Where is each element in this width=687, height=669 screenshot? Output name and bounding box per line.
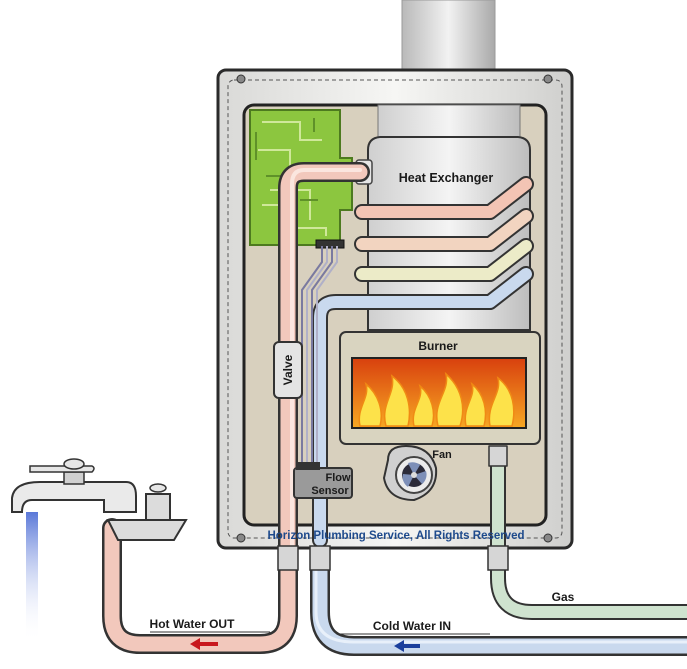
copyright-credit: Horizon Plumbing Service, All Rights Res… bbox=[267, 530, 524, 542]
flow-sensor-label-line2: Sensor bbox=[311, 485, 349, 497]
heat-exchanger-label: Heat Exchanger bbox=[399, 171, 494, 185]
flow-sensor-label-line1: Flow bbox=[325, 472, 350, 484]
flame-icon bbox=[358, 371, 515, 427]
flow-sensor: Flow Sensor bbox=[293, 462, 353, 499]
faucet bbox=[11, 458, 188, 541]
arrow-left-icon bbox=[394, 640, 420, 652]
burner-label: Burner bbox=[418, 339, 458, 353]
water-stream bbox=[26, 512, 38, 642]
arrow-left-icon bbox=[190, 638, 218, 650]
cold-water-in-callout: Cold Water IN bbox=[340, 619, 490, 652]
cold-water-pipe bbox=[310, 556, 687, 656]
flue-pipe bbox=[401, 0, 496, 81]
hot-water-out-callout: Hot Water OUT bbox=[150, 617, 270, 650]
pipe-fittings bbox=[277, 545, 509, 571]
heat-exchanger-coils bbox=[312, 176, 534, 548]
hot-water-out-label: Hot Water OUT bbox=[150, 617, 236, 631]
valve-label: Valve bbox=[281, 354, 295, 385]
gas-label: Gas bbox=[552, 590, 575, 604]
hot-water-pipe-internal bbox=[278, 162, 370, 555]
fan: Fan bbox=[382, 444, 452, 502]
gas-callout: Gas bbox=[540, 590, 600, 606]
fan-label: Fan bbox=[432, 449, 452, 461]
burner: Burner bbox=[339, 331, 541, 445]
fan-icon bbox=[402, 462, 427, 487]
cold-water-in-label: Cold Water IN bbox=[373, 619, 451, 633]
gas-pipe bbox=[488, 445, 687, 620]
valve: Valve bbox=[273, 341, 303, 399]
